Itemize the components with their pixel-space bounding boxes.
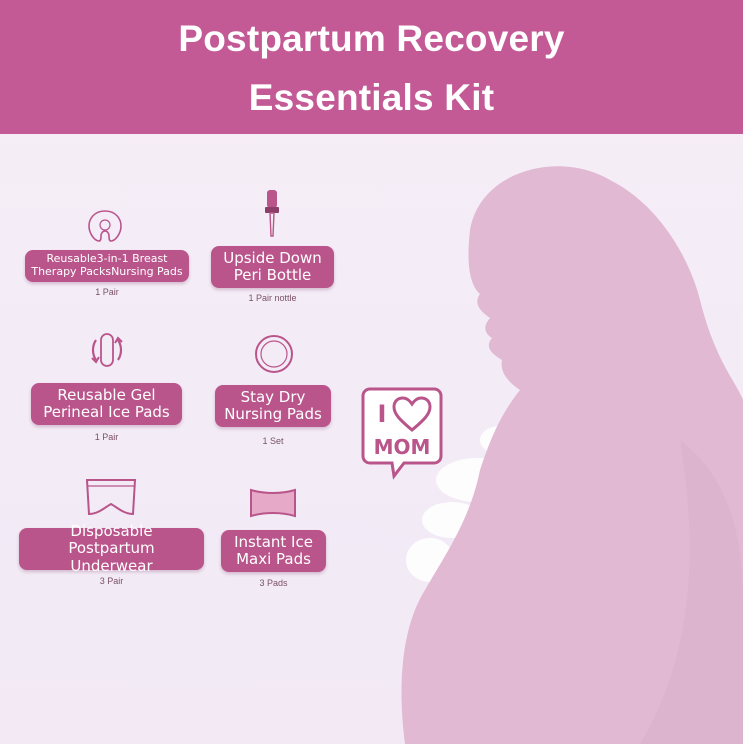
heart-icon bbox=[392, 396, 432, 432]
item-quantity-maxi-pads: 3 Pads bbox=[259, 578, 288, 588]
item-quantity-underwear: 3 Pair bbox=[99, 576, 124, 586]
i-love-mom-badge: I MOM bbox=[361, 387, 443, 480]
title-line-1: Postpartum Recovery bbox=[178, 18, 565, 59]
item-quantity-peri-bottle: 1 Pair nottle bbox=[248, 293, 297, 303]
badge-mom-text: MOM bbox=[374, 435, 431, 459]
nursing-pad-icon bbox=[255, 335, 293, 373]
title-line-2: Essentials Kit bbox=[248, 77, 495, 118]
breast-pad-icon bbox=[88, 210, 122, 242]
ice-pad-icon bbox=[91, 333, 123, 367]
item-quantity-ice-pads: 1 Pair bbox=[94, 432, 119, 442]
header-banner: Postpartum Recovery Essentials Kit bbox=[0, 0, 743, 134]
underwear-icon bbox=[85, 479, 137, 516]
item-quantity-breast-pads: 1 Pair bbox=[95, 287, 119, 297]
maxi-pad-icon bbox=[250, 488, 296, 518]
badge-i-text: I bbox=[378, 400, 387, 428]
peri-bottle-icon bbox=[265, 190, 279, 237]
item-quantity-nursing-pads: 1 Set bbox=[262, 436, 284, 446]
